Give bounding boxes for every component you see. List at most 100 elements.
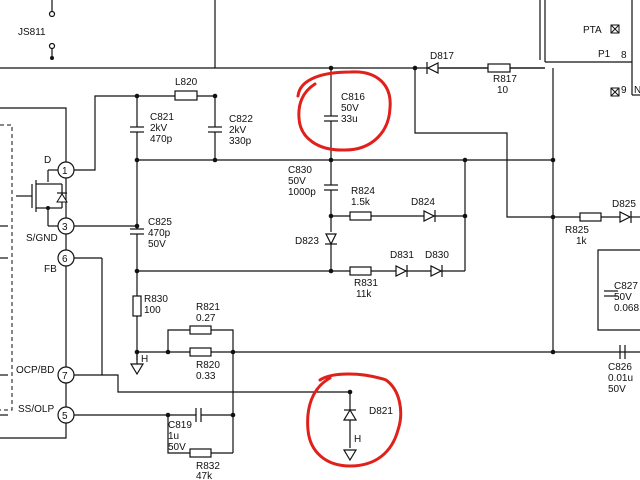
ic-pin-6: 6 FB xyxy=(44,249,75,275)
capacitor-c827: C827 50V 0.068 xyxy=(597,249,640,331)
diode-d824: D824 xyxy=(411,197,436,222)
diode-d823: D823 xyxy=(295,233,337,271)
svg-text:8: 8 xyxy=(621,50,627,61)
mosfet-icon xyxy=(0,169,68,416)
resistor-r817: R817 10 xyxy=(487,63,517,96)
svg-text:R825: R825 xyxy=(565,225,589,236)
svg-text:H: H xyxy=(354,434,361,445)
resistor-r825: R825 1k xyxy=(565,212,620,247)
resistor-r831: R831 11k xyxy=(349,266,378,300)
jumper-js811: JS811 xyxy=(18,0,56,60)
svg-text:R830: R830 xyxy=(144,294,168,305)
svg-text:0.01u: 0.01u xyxy=(608,373,633,384)
svg-text:11k: 11k xyxy=(356,289,372,300)
svg-text:3: 3 xyxy=(62,222,68,233)
svg-text:1.5k: 1.5k xyxy=(351,197,371,208)
svg-text:50V: 50V xyxy=(608,384,626,395)
ic-pin-5: 5 SS/OLP xyxy=(18,404,75,424)
svg-text:D831: D831 xyxy=(390,250,414,261)
svg-text:470p: 470p xyxy=(150,134,173,145)
red-highlight-circle-c816 xyxy=(296,70,392,152)
svg-text:0.27: 0.27 xyxy=(196,313,216,324)
svg-text:0.068: 0.068 xyxy=(614,303,639,314)
svg-text:SS/OLP: SS/OLP xyxy=(18,404,54,415)
svg-text:1k: 1k xyxy=(576,236,588,247)
ground-symbol: H xyxy=(129,349,148,376)
svg-text:10: 10 xyxy=(497,85,509,96)
diode-d825: D825 xyxy=(612,199,640,223)
svg-text:47k: 47k xyxy=(196,471,213,480)
svg-text:D817: D817 xyxy=(430,51,454,62)
svg-text:R831: R831 xyxy=(354,278,378,289)
svg-text:D825: D825 xyxy=(612,199,636,210)
svg-text:1: 1 xyxy=(62,166,68,177)
svg-text:C822: C822 xyxy=(229,114,253,125)
diode-d817: D817 xyxy=(426,51,454,74)
svg-text:9: 9 xyxy=(621,85,627,96)
svg-text:S/GND: S/GND xyxy=(26,233,58,244)
capacitor-c821: C821 2kV 470p xyxy=(130,96,174,160)
svg-text:R821: R821 xyxy=(196,302,220,313)
svg-text:D830: D830 xyxy=(425,250,449,261)
svg-text:R820: R820 xyxy=(196,360,220,371)
svg-text:50V: 50V xyxy=(614,292,632,303)
wire xyxy=(74,258,103,376)
svg-text:D821: D821 xyxy=(369,406,393,417)
resistor-r821: R821 0.27 xyxy=(167,302,234,352)
svg-text:C830: C830 xyxy=(288,165,312,176)
capacitor-c825: C825 470p 50V xyxy=(74,160,172,296)
svg-text:50V: 50V xyxy=(288,176,306,187)
svg-text:2kV: 2kV xyxy=(229,125,247,136)
svg-text:330p: 330p xyxy=(229,136,252,147)
svg-text:D824: D824 xyxy=(411,197,435,208)
svg-text:D: D xyxy=(44,155,51,166)
capacitor-c822: C822 2kV 330p xyxy=(208,96,253,160)
svg-text:P1: P1 xyxy=(598,49,611,60)
svg-text:FB: FB xyxy=(44,264,57,275)
diode-d831: D831 xyxy=(390,250,414,277)
wire xyxy=(102,374,350,393)
svg-text:5: 5 xyxy=(62,411,68,422)
capacitor-c819: C819 1u 50V xyxy=(168,408,233,453)
resistor-r830: R830 100 xyxy=(132,294,168,360)
svg-text:C819: C819 xyxy=(168,420,192,431)
svg-text:C826: C826 xyxy=(608,362,632,373)
svg-text:7: 7 xyxy=(62,371,68,382)
wire xyxy=(74,95,137,171)
wire xyxy=(414,68,580,218)
svg-text:0.33: 0.33 xyxy=(196,371,216,382)
svg-text:H: H xyxy=(141,354,148,365)
svg-text:6: 6 xyxy=(62,254,68,265)
svg-text:100: 100 xyxy=(144,305,161,316)
resistor-r824: R824 1.5k xyxy=(331,186,465,221)
svg-text:D823: D823 xyxy=(295,236,319,247)
capacitor-c830: C830 50V 1000p xyxy=(288,160,338,232)
resistor-r832: R832 47k xyxy=(167,415,233,480)
svg-text:50V: 50V xyxy=(341,103,359,114)
svg-text:1000p: 1000p xyxy=(288,187,316,198)
svg-text:C816: C816 xyxy=(341,92,365,103)
svg-text:50V: 50V xyxy=(148,239,166,250)
svg-text:OCP/BD: OCP/BD xyxy=(16,365,54,376)
connector-block: PTA P1 8 9 N xyxy=(539,0,640,97)
svg-text:1u: 1u xyxy=(168,431,179,442)
svg-text:R817: R817 xyxy=(493,74,517,85)
svg-text:PTA: PTA xyxy=(583,25,602,36)
svg-text:R824: R824 xyxy=(351,186,375,197)
ic-pin-7: 7 OCP/BD xyxy=(16,365,75,384)
diode-d821: H D821 xyxy=(342,389,393,462)
svg-text:C827: C827 xyxy=(614,281,638,292)
svg-text:50V: 50V xyxy=(168,442,186,453)
svg-text:L820: L820 xyxy=(175,77,198,88)
jumper-label: JS811 xyxy=(18,27,46,38)
svg-text:C825: C825 xyxy=(148,217,172,228)
capacitor-c816: C816 50V 33u xyxy=(324,68,365,160)
inductor-l820: L820 xyxy=(174,77,198,101)
svg-text:2kV: 2kV xyxy=(150,123,168,134)
svg-text:470p: 470p xyxy=(148,228,171,239)
ic-body xyxy=(0,107,67,439)
svg-text:33u: 33u xyxy=(341,114,358,125)
svg-text:R832: R832 xyxy=(196,461,220,472)
resistor-r820: R820 0.33 xyxy=(189,347,220,382)
